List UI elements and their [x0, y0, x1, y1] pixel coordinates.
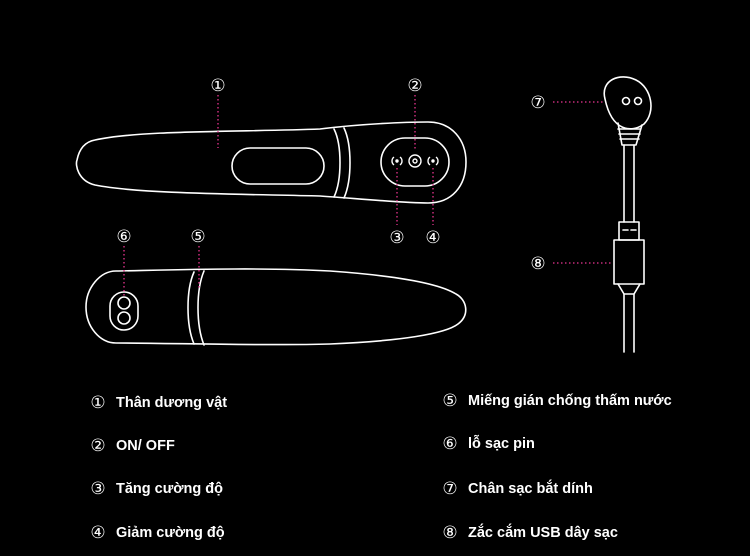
back-ring-2: [197, 270, 205, 346]
legend-text-3: Tăng cường độ: [116, 481, 223, 497]
callout-2: ②: [407, 76, 422, 96]
front-ring-2: [343, 127, 351, 199]
button-panel: [380, 137, 450, 187]
legend-num-2: ②: [90, 436, 106, 455]
device-front-view: [75, 121, 467, 204]
legend-text-6: lỗ sạc pin: [468, 436, 535, 452]
device-front-outline: [75, 121, 467, 204]
charge-pin-lower: [117, 311, 131, 325]
legend-text-4: Giảm cường độ: [116, 525, 225, 541]
usb-body: [613, 239, 645, 285]
legend-num-8: ⑧: [442, 523, 458, 542]
legend-text-2: ON/ OFF: [116, 438, 175, 454]
callout-7: ⑦: [530, 93, 545, 113]
legend-item-6: ⑥ lỗ sạc pin: [440, 434, 535, 454]
legend-num-1: ①: [90, 393, 106, 412]
callout-1: ①: [210, 76, 225, 96]
leader-lines: [123, 95, 611, 296]
back-ring-1: [187, 271, 195, 345]
legend-num-3: ③: [90, 479, 106, 498]
front-ring-1: [333, 128, 341, 198]
legend-item-5: ⑤ Miếng gián chống thấm nước: [440, 391, 672, 411]
legend-text-7: Chân sạc bắt dính: [468, 481, 593, 497]
legend-text-8: Zắc cắm USB dây sạc: [468, 525, 618, 541]
usb-tail: [617, 283, 641, 295]
callout-8: ⑧: [530, 254, 545, 274]
usb-metal: [618, 221, 640, 241]
front-window: [231, 147, 325, 185]
legend-item-3: ③ Tăng cường độ: [88, 479, 223, 499]
device-back-view: [85, 268, 467, 346]
legend-num-4: ④: [90, 523, 106, 542]
charge-pin-upper: [117, 296, 131, 310]
legend-num-7: ⑦: [442, 479, 458, 498]
legend-item-2: ② ON/ OFF: [88, 436, 175, 456]
legend-num-5: ⑤: [442, 391, 458, 410]
charger-head: [603, 76, 652, 130]
legend-num-6: ⑥: [442, 434, 458, 453]
charger-cable-lower: [623, 293, 635, 353]
callout-6: ⑥: [116, 227, 131, 247]
legend-item-1: ① Thân dương vật: [88, 393, 227, 413]
legend-item-7: ⑦ Chân sạc bắt dính: [440, 479, 593, 499]
button-symbols: [391, 154, 439, 168]
charger-pin-right: [633, 96, 643, 106]
charge-port-panel: [109, 291, 139, 331]
callout-4: ④: [425, 228, 440, 248]
charger: [603, 76, 652, 353]
device-back-outline: [85, 268, 467, 346]
callout-3: ③: [389, 228, 404, 248]
legend-item-8: ⑧ Zắc cắm USB dây sạc: [440, 523, 618, 543]
charger-cable-upper: [623, 144, 635, 223]
legend-text-5: Miếng gián chống thấm nước: [468, 393, 672, 409]
charger-pin-left: [621, 96, 631, 106]
legend-text-1: Thân dương vật: [116, 395, 228, 411]
callout-5: ⑤: [190, 227, 205, 247]
legend-item-4: ④ Giảm cường độ: [88, 523, 225, 543]
